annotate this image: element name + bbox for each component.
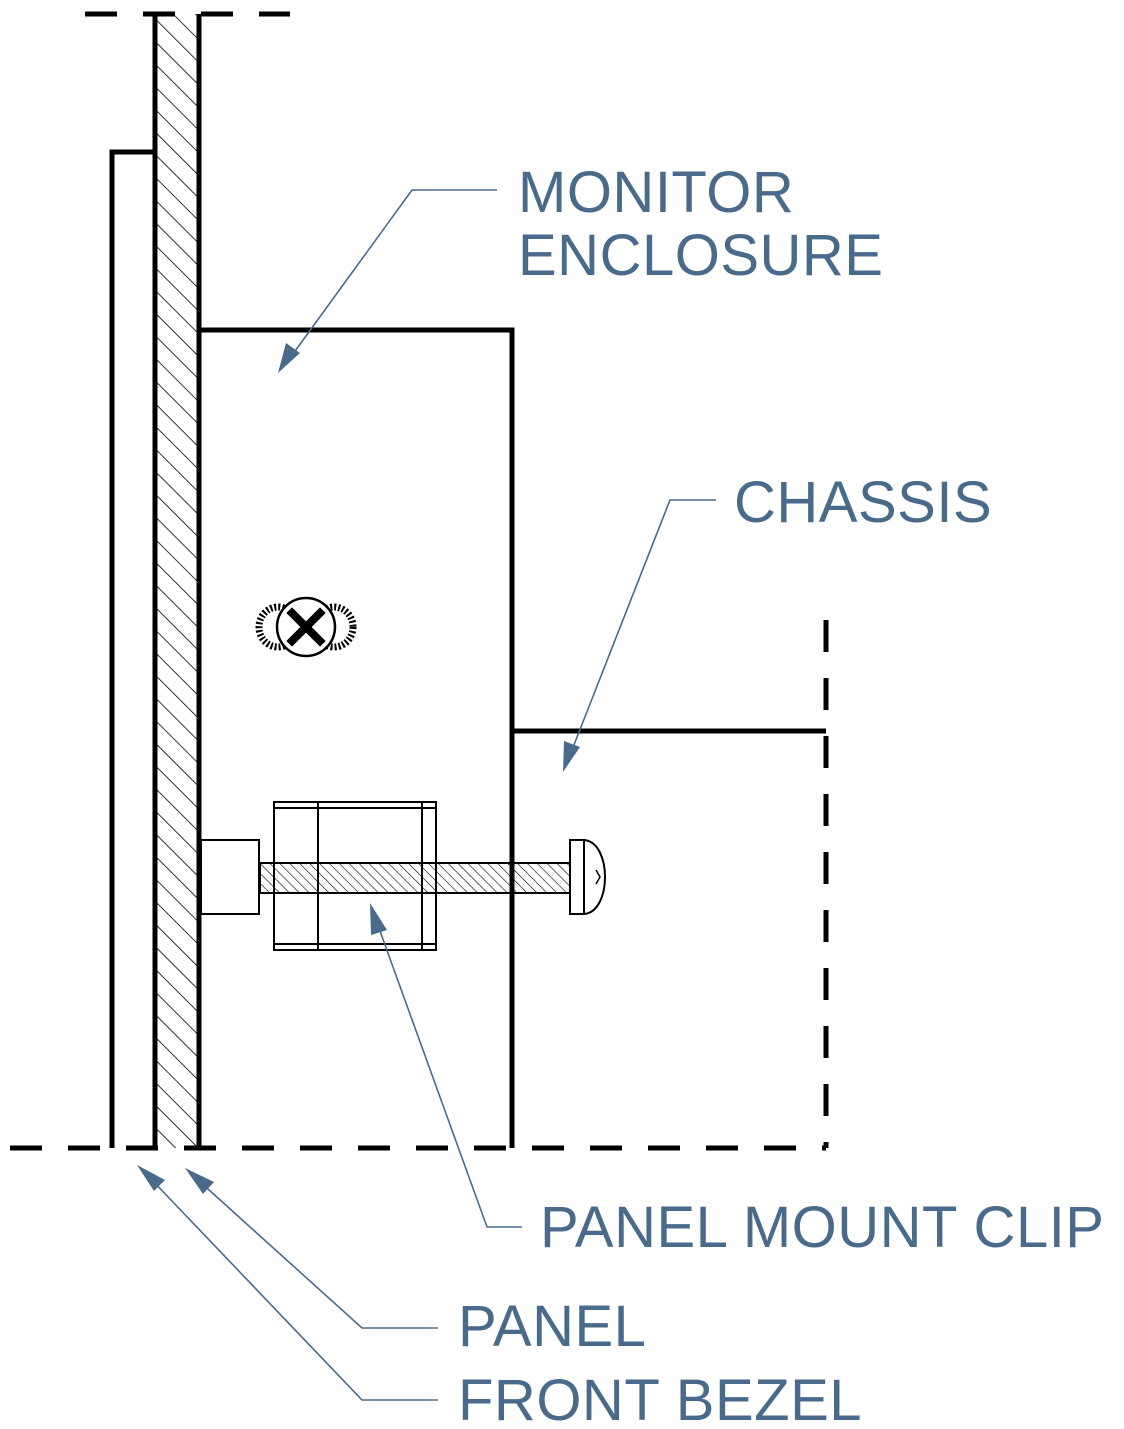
chassis bbox=[512, 620, 829, 1148]
panel-mount-clip bbox=[200, 801, 606, 951]
panel-mount-clip-label: PANEL MOUNT CLIP bbox=[540, 1195, 1105, 1260]
monitor-enclosure-callout bbox=[278, 189, 497, 373]
panel-label: PANEL bbox=[458, 1294, 646, 1359]
front-bezel-callout bbox=[137, 1165, 438, 1401]
panel-callout bbox=[185, 1168, 438, 1329]
front-bezel-label: FRONT BEZEL bbox=[458, 1368, 862, 1429]
monitor-enclosure-label-line2: ENCLOSURE bbox=[518, 223, 883, 288]
chassis-callout bbox=[563, 499, 716, 772]
panel bbox=[152, 14, 202, 1148]
monitor-enclosure-label-line1: MONITOR bbox=[518, 160, 794, 225]
phillips-screw-icon bbox=[255, 596, 357, 658]
panel-mount-clip-callout bbox=[370, 903, 522, 1228]
chassis-label: CHASSIS bbox=[734, 470, 992, 535]
monitor-enclosure bbox=[199, 327, 515, 1148]
front-bezel bbox=[109, 149, 153, 1148]
